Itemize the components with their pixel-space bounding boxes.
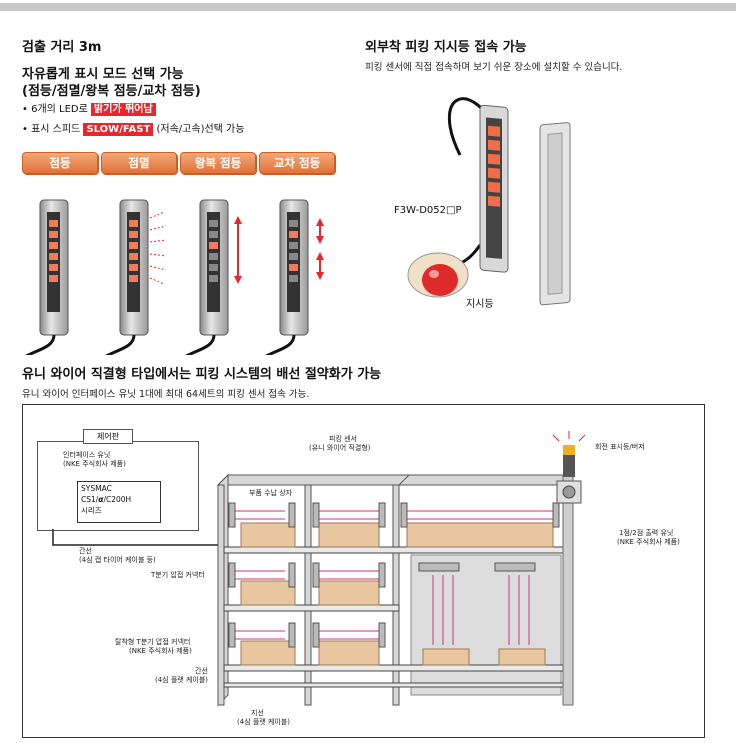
uniwire-title: 유니 와이어 직결형 타입에서는 피킹 시스템의 배선 절약화가 가능 — [22, 367, 382, 382]
external-lamp-title: 외부착 피킹 지시등 접속 가능 — [365, 40, 527, 55]
mode-roundtrip-button[interactable]: 왕복 점등 — [180, 152, 256, 174]
plc-line3: 시리즈 — [81, 506, 102, 515]
shelf-drawing — [52, 431, 586, 707]
t-connector-label: T분기 압접 커넥터 — [151, 571, 205, 579]
speed-badge: SLOW/FAST — [83, 123, 154, 136]
mode-cross-button[interactable]: 교차 점등 — [259, 152, 335, 174]
bullet-led: • 6개의 LED로 밝기가 뛰어남 — [22, 103, 156, 117]
interface-maker-label: (NKE 주식회사 제품) — [63, 460, 126, 468]
control-panel-label: 제어판 — [83, 429, 133, 444]
picking-sensor-sub-label: (유니 와이어 직결형) — [309, 444, 371, 452]
bullet-speed: • 표시 스피드 SLOW/FAST (저속/고속)선택 가능 — [22, 123, 244, 137]
removable-maker-label: (NKE 주식회사 제품) — [129, 647, 192, 655]
indicator-lamp — [407, 252, 469, 298]
external-lamp-illustration — [407, 97, 571, 306]
mode-on-button[interactable]: 점등 — [22, 152, 98, 174]
plc-box: SYSMAC CS1/α/C200H 시리즈 — [77, 481, 161, 523]
uniwire-desc: 유니 와이어 인터페이스 유닛 1대에 최대 64세트의 피킹 센서 접속 가능… — [22, 389, 310, 400]
sensor-roundtrip — [185, 199, 242, 355]
picking-sensor-label: 피킹 센서 — [329, 435, 357, 443]
sensor-blink — [105, 199, 167, 355]
sensor-on — [25, 199, 69, 355]
detection-distance-title: 검출 거리 3m — [22, 40, 102, 55]
rotary-lamp-label: 회전 표시등/버저 — [595, 443, 645, 451]
branch-cable-label: (4심 플랫 케이블) — [237, 718, 291, 726]
display-mode-subtitle: (점등/점멸/왕복 점등/교차 점등) — [22, 84, 201, 99]
top-bar — [0, 3, 736, 11]
removable-connector-label: 탈착형 T분기 압접 커넥터 — [115, 638, 191, 646]
interface-unit-label: 인터페이스 유닛 — [63, 451, 111, 459]
trunk-cable-label: (4심 캡 타이어 케이블 등) — [79, 556, 156, 564]
plc-line2: CS1/α/C200H — [81, 495, 132, 504]
display-mode-title: 자유롭게 표시 모드 선택 가능 — [22, 67, 184, 82]
external-lamp-desc: 피킹 센서에 직접 접속하며 보기 쉬운 장소에 설치할 수 있습니다. — [365, 62, 623, 73]
model-label: F3W-D052□P — [394, 205, 462, 216]
sensor-mode-illustrations — [25, 199, 324, 355]
plc-line1: SYSMAC — [81, 484, 112, 493]
branch-label: 지선 — [251, 709, 264, 717]
trunk2-cable-label: (4심 플랫 케이블) — [155, 676, 209, 684]
parts-box-label: 부품 수납 상자 — [249, 489, 293, 497]
output-maker-label: (NKE 주식회사 제품) — [617, 538, 680, 546]
mode-blink-button[interactable]: 점멸 — [101, 152, 177, 174]
brightness-badge: 밝기가 뛰어남 — [91, 103, 156, 116]
sensor-cross — [265, 199, 324, 355]
trunk-label: 간선 — [79, 547, 92, 555]
bullet-speed-suffix: (저속/고속)선택 가능 — [156, 124, 245, 135]
sensor-receiver — [539, 122, 571, 306]
output-unit-label: 1점/2점 출력 유닛 — [619, 529, 674, 537]
bullet-speed-text: • 표시 스피드 — [22, 124, 81, 135]
bullet-led-text: • 6개의 LED로 — [22, 104, 88, 115]
sensor-emitter — [479, 104, 509, 273]
wiring-diagram: 제어판 인터페이스 유닛 (NKE 주식회사 제품) SYSMAC CS1/α/… — [22, 404, 705, 738]
trunk2-label: 간선 — [195, 667, 208, 675]
lamp-label: 지시등 — [466, 299, 494, 310]
